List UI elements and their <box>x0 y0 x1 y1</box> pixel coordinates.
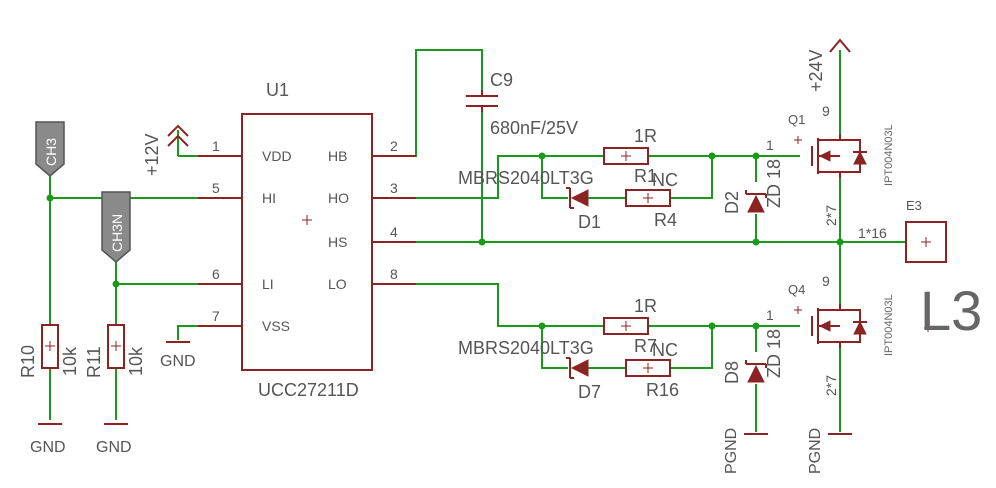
pgnd-q4: PGND <box>807 428 852 474</box>
inductor-l3[interactable]: L3 <box>920 279 982 342</box>
pin-num: 2 <box>390 138 398 154</box>
resistor-r1[interactable]: 1R R1 <box>603 126 657 186</box>
pin-name: LO <box>328 276 347 292</box>
d8-ref: D8 <box>722 361 742 384</box>
pin-name: HI <box>262 190 276 206</box>
pin-name: HO <box>328 190 349 206</box>
e3-pin: 1*16 <box>858 225 887 241</box>
pgnd-d8: PGND <box>723 428 768 474</box>
q1-drain-pin: 9 <box>822 103 830 119</box>
chip-value: UCC27211D <box>258 380 359 400</box>
resistor-r4[interactable]: NC R4 <box>625 170 678 230</box>
pin-num: 4 <box>390 224 398 240</box>
q1-ref: Q1 <box>788 112 805 127</box>
pin-num: 5 <box>212 180 220 196</box>
supply-24v: +24V <box>806 38 851 92</box>
pgnd-label: PGND <box>723 428 740 474</box>
resistor-r7[interactable]: 1R R7 <box>603 296 657 356</box>
l3-label: L3 <box>920 279 982 342</box>
r10-value: 10k <box>60 346 80 376</box>
c9-value: 680nF/25V <box>490 118 578 138</box>
gnd-label: GND <box>96 439 132 456</box>
gnd-vss: GND <box>160 341 196 370</box>
diode-d1[interactable]: MBRS2040LT3G D1 <box>458 168 601 232</box>
pgnd-label: PGND <box>807 428 824 474</box>
r10-ref: R10 <box>18 345 38 378</box>
junctions <box>46 152 844 330</box>
r4-value: NC <box>652 170 678 190</box>
driver-ic-u1[interactable]: U1 UCC27211D 1 VDD 5 HI 6 LI 7 VSS 2 HB … <box>198 80 416 400</box>
c9-ref: C9 <box>490 70 513 90</box>
r16-value: NC <box>652 340 678 360</box>
d1-value: MBRS2040LT3G <box>458 168 594 188</box>
zener-d2[interactable]: D2 ZD 18 <box>722 159 784 214</box>
diode-d7[interactable]: MBRS2040LT3G D7 <box>458 338 601 402</box>
q4-value: IPT004N03L <box>883 294 895 356</box>
ch3n-label: CH3N <box>109 214 125 252</box>
v24-label: +24V <box>806 49 826 92</box>
net-flag-ch3[interactable]: CH3 <box>35 121 65 177</box>
capacitor-c9[interactable]: C9 680nF/25V <box>466 70 578 138</box>
supply-12v: +12V <box>142 124 189 176</box>
pin-num: 3 <box>390 180 398 196</box>
mosfet-q4[interactable]: Q4 IPT004N03L 1 9 2*7 <box>766 273 895 396</box>
r1-value: 1R <box>634 126 657 146</box>
gnd-r11: GND <box>96 423 132 456</box>
pin-name: HS <box>328 234 347 250</box>
pin-num: 7 <box>212 308 220 324</box>
resistor-r11[interactable]: R11 10k <box>84 324 146 378</box>
ch3-label: CH3 <box>43 138 59 166</box>
d8-value: ZD 18 <box>764 329 784 378</box>
gnd-r10: GND <box>30 423 66 456</box>
gnd-label: GND <box>30 439 66 456</box>
q4-drain-pin: 9 <box>822 273 830 289</box>
resistor-r16[interactable]: NC R16 <box>625 340 679 400</box>
r1-ref: R1 <box>634 166 657 186</box>
e3-ref: E3 <box>906 198 922 213</box>
q1-value: IPT004N03L <box>883 124 895 186</box>
d2-value: ZD 18 <box>764 159 784 208</box>
pin-num: 6 <box>212 266 220 282</box>
mosfet-q1[interactable]: Q1 IPT004N03L 1 9 2*7 <box>766 103 895 226</box>
pad-e3[interactable]: E3 1*16 <box>858 198 947 263</box>
r7-ref: R7 <box>634 336 657 356</box>
pin-name: LI <box>262 276 274 292</box>
q4-ref: Q4 <box>788 282 805 297</box>
pin-name: HB <box>328 148 347 164</box>
resistor-r10[interactable]: R10 10k <box>18 324 80 378</box>
r11-ref: R11 <box>84 346 104 378</box>
r4-ref: R4 <box>654 210 677 230</box>
pin-num: 1 <box>212 138 220 154</box>
q1-gate-pin: 1 <box>766 137 774 153</box>
d7-ref: D7 <box>578 382 601 402</box>
d1-ref: D1 <box>578 212 601 232</box>
d2-ref: D2 <box>722 191 742 214</box>
zener-d8[interactable]: D8 ZD 18 <box>722 329 784 384</box>
wires <box>49 49 906 432</box>
pin-name: VSS <box>262 318 290 334</box>
r7-value: 1R <box>634 296 657 316</box>
q4-source-pin: 2*7 <box>823 375 839 396</box>
chip-ref: U1 <box>266 80 289 100</box>
q4-gate-pin: 1 <box>766 307 774 323</box>
q1-source-pin: 2*7 <box>823 205 839 226</box>
v12-label: +12V <box>142 133 162 176</box>
r16-ref: R16 <box>646 380 679 400</box>
r11-value: 10k <box>126 346 146 376</box>
pin-name: VDD <box>262 148 292 164</box>
net-flag-ch3n[interactable]: CH3N <box>101 191 131 263</box>
d7-value: MBRS2040LT3G <box>458 338 594 358</box>
pin-num: 8 <box>390 266 398 282</box>
gnd-label: GND <box>160 353 196 370</box>
